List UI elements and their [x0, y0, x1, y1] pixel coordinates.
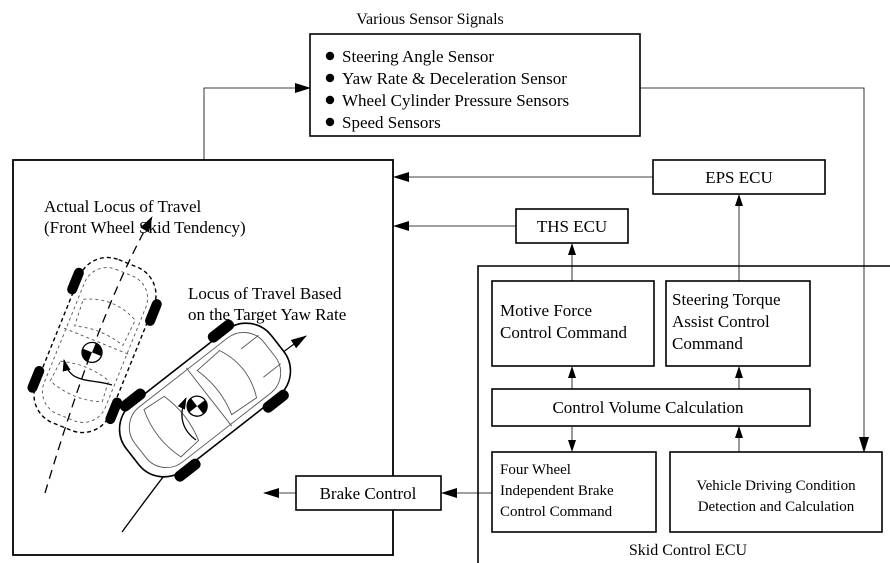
steering-torque-box	[665, 280, 811, 367]
steering-torque-label: Steering Torque	[672, 290, 781, 309]
target-car-icon	[118, 319, 292, 482]
sensor-item-wheel-cylinder: Wheel Cylinder Pressure Sensors	[342, 91, 569, 110]
motive-force-box	[491, 280, 655, 367]
four-wheel-brake-box	[491, 451, 657, 533]
sensor-signals-caption: Various Sensor Signals	[356, 11, 504, 28]
sensor-box	[309, 33, 641, 137]
skid-control-ecu-frame	[477, 265, 890, 563]
actual-locus-label: Actual Locus of Travel	[44, 197, 202, 216]
sensor-item-speed: Speed Sensors	[342, 113, 441, 132]
steering-torque-label-3: Command	[672, 334, 743, 353]
bullet-icon	[325, 51, 335, 61]
vehicle-condition-box	[669, 451, 883, 533]
actual-locus-label-2: (Front Wheel Skid Tendency)	[44, 218, 246, 237]
skidding-yaw-arrow	[62, 359, 113, 386]
four-wheel-label-3: Control Command	[500, 504, 613, 520]
bullet-icon	[325, 73, 335, 83]
brake-control-label: Brake Control	[320, 484, 417, 503]
vehicle-to-sensor-arrow	[203, 83, 311, 160]
control-volume-label: Control Volume Calculation	[552, 398, 744, 417]
four-wheel-label-2: Independent Brake	[500, 483, 614, 499]
motive-force-label: Motive Force	[500, 301, 592, 320]
ths-ecu-label: THS ECU	[537, 217, 607, 236]
target-locus-label: Locus of Travel Based	[188, 284, 342, 303]
skidding-car-icon	[27, 256, 162, 434]
eps-ecu-label: EPS ECU	[705, 168, 773, 187]
actual-locus-curve	[44, 216, 153, 494]
bullet-icon	[325, 95, 335, 105]
vehicle-condition-label-2: Detection and Calculation	[698, 499, 855, 515]
target-yaw-arrow	[177, 397, 197, 441]
skid-control-ecu-label: Skid Control ECU	[629, 542, 748, 559]
ths-ecu-box	[515, 208, 629, 244]
sensor-item-steering-angle: Steering Angle Sensor	[342, 47, 494, 66]
sensor-item-yaw-rate: Yaw Rate & Deceleration Sensor	[342, 69, 567, 88]
sensor-to-vehicle-condition-arrow	[640, 87, 869, 453]
vehicle-panel	[12, 159, 394, 556]
control-volume-box	[491, 388, 811, 427]
four-wheel-label: Four Wheel	[500, 462, 571, 478]
target-locus-label-2: on the Target Yaw Rate	[188, 305, 346, 324]
vehicle-condition-label: Vehicle Driving Condition	[696, 478, 856, 494]
sensor-list: Steering Angle Sensor Yaw Rate & Deceler…	[325, 47, 569, 132]
motive-force-label-2: Control Command	[500, 323, 628, 342]
steering-torque-label-2: Assist Control	[672, 312, 770, 331]
bullet-icon	[325, 117, 335, 127]
